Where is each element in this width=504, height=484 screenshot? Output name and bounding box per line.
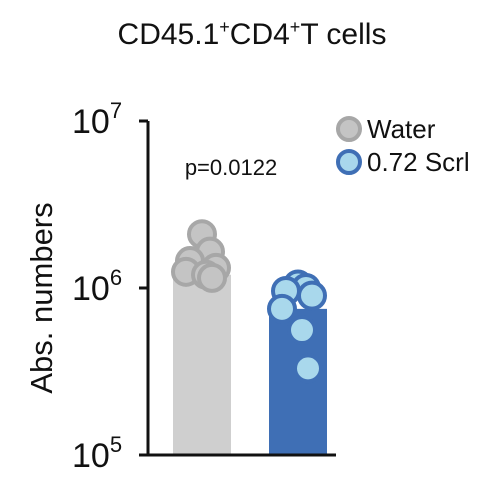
data-point xyxy=(197,262,227,293)
data-points xyxy=(171,219,327,384)
y-tick-exponent: 5 xyxy=(110,432,122,457)
p-value-annotation: p=0.0122 xyxy=(185,155,277,180)
y-tick-base: 10 xyxy=(72,270,110,308)
data-point xyxy=(267,293,297,324)
y-tick-label: 107 xyxy=(72,98,122,141)
title-segment: CD4 xyxy=(230,18,290,51)
data-point xyxy=(293,353,323,384)
y-tick-label: 105 xyxy=(72,432,122,475)
bar-water xyxy=(173,274,231,455)
bars xyxy=(173,274,327,455)
legend-label: Water xyxy=(367,114,436,144)
y-tick-exponent: 6 xyxy=(110,265,122,290)
title-superscript: + xyxy=(290,17,301,37)
y-tick-base: 10 xyxy=(72,437,110,475)
title-segment: T cells xyxy=(300,18,386,51)
legend-marker xyxy=(336,116,362,142)
chart-title: CD45.1+CD4+T cells xyxy=(118,17,387,51)
y-axis-label: Abs. numbers xyxy=(24,202,59,393)
data-point xyxy=(297,280,327,311)
y-tick-base: 10 xyxy=(72,103,110,141)
title-superscript: + xyxy=(219,17,230,37)
legend-marker xyxy=(336,149,362,175)
title-segment: CD45.1 xyxy=(118,18,220,51)
data-point xyxy=(287,315,317,346)
y-tick-exponent: 7 xyxy=(110,98,122,123)
legend-label: 0.72 Scrl xyxy=(367,147,470,177)
y-tick-label: 106 xyxy=(72,265,122,308)
